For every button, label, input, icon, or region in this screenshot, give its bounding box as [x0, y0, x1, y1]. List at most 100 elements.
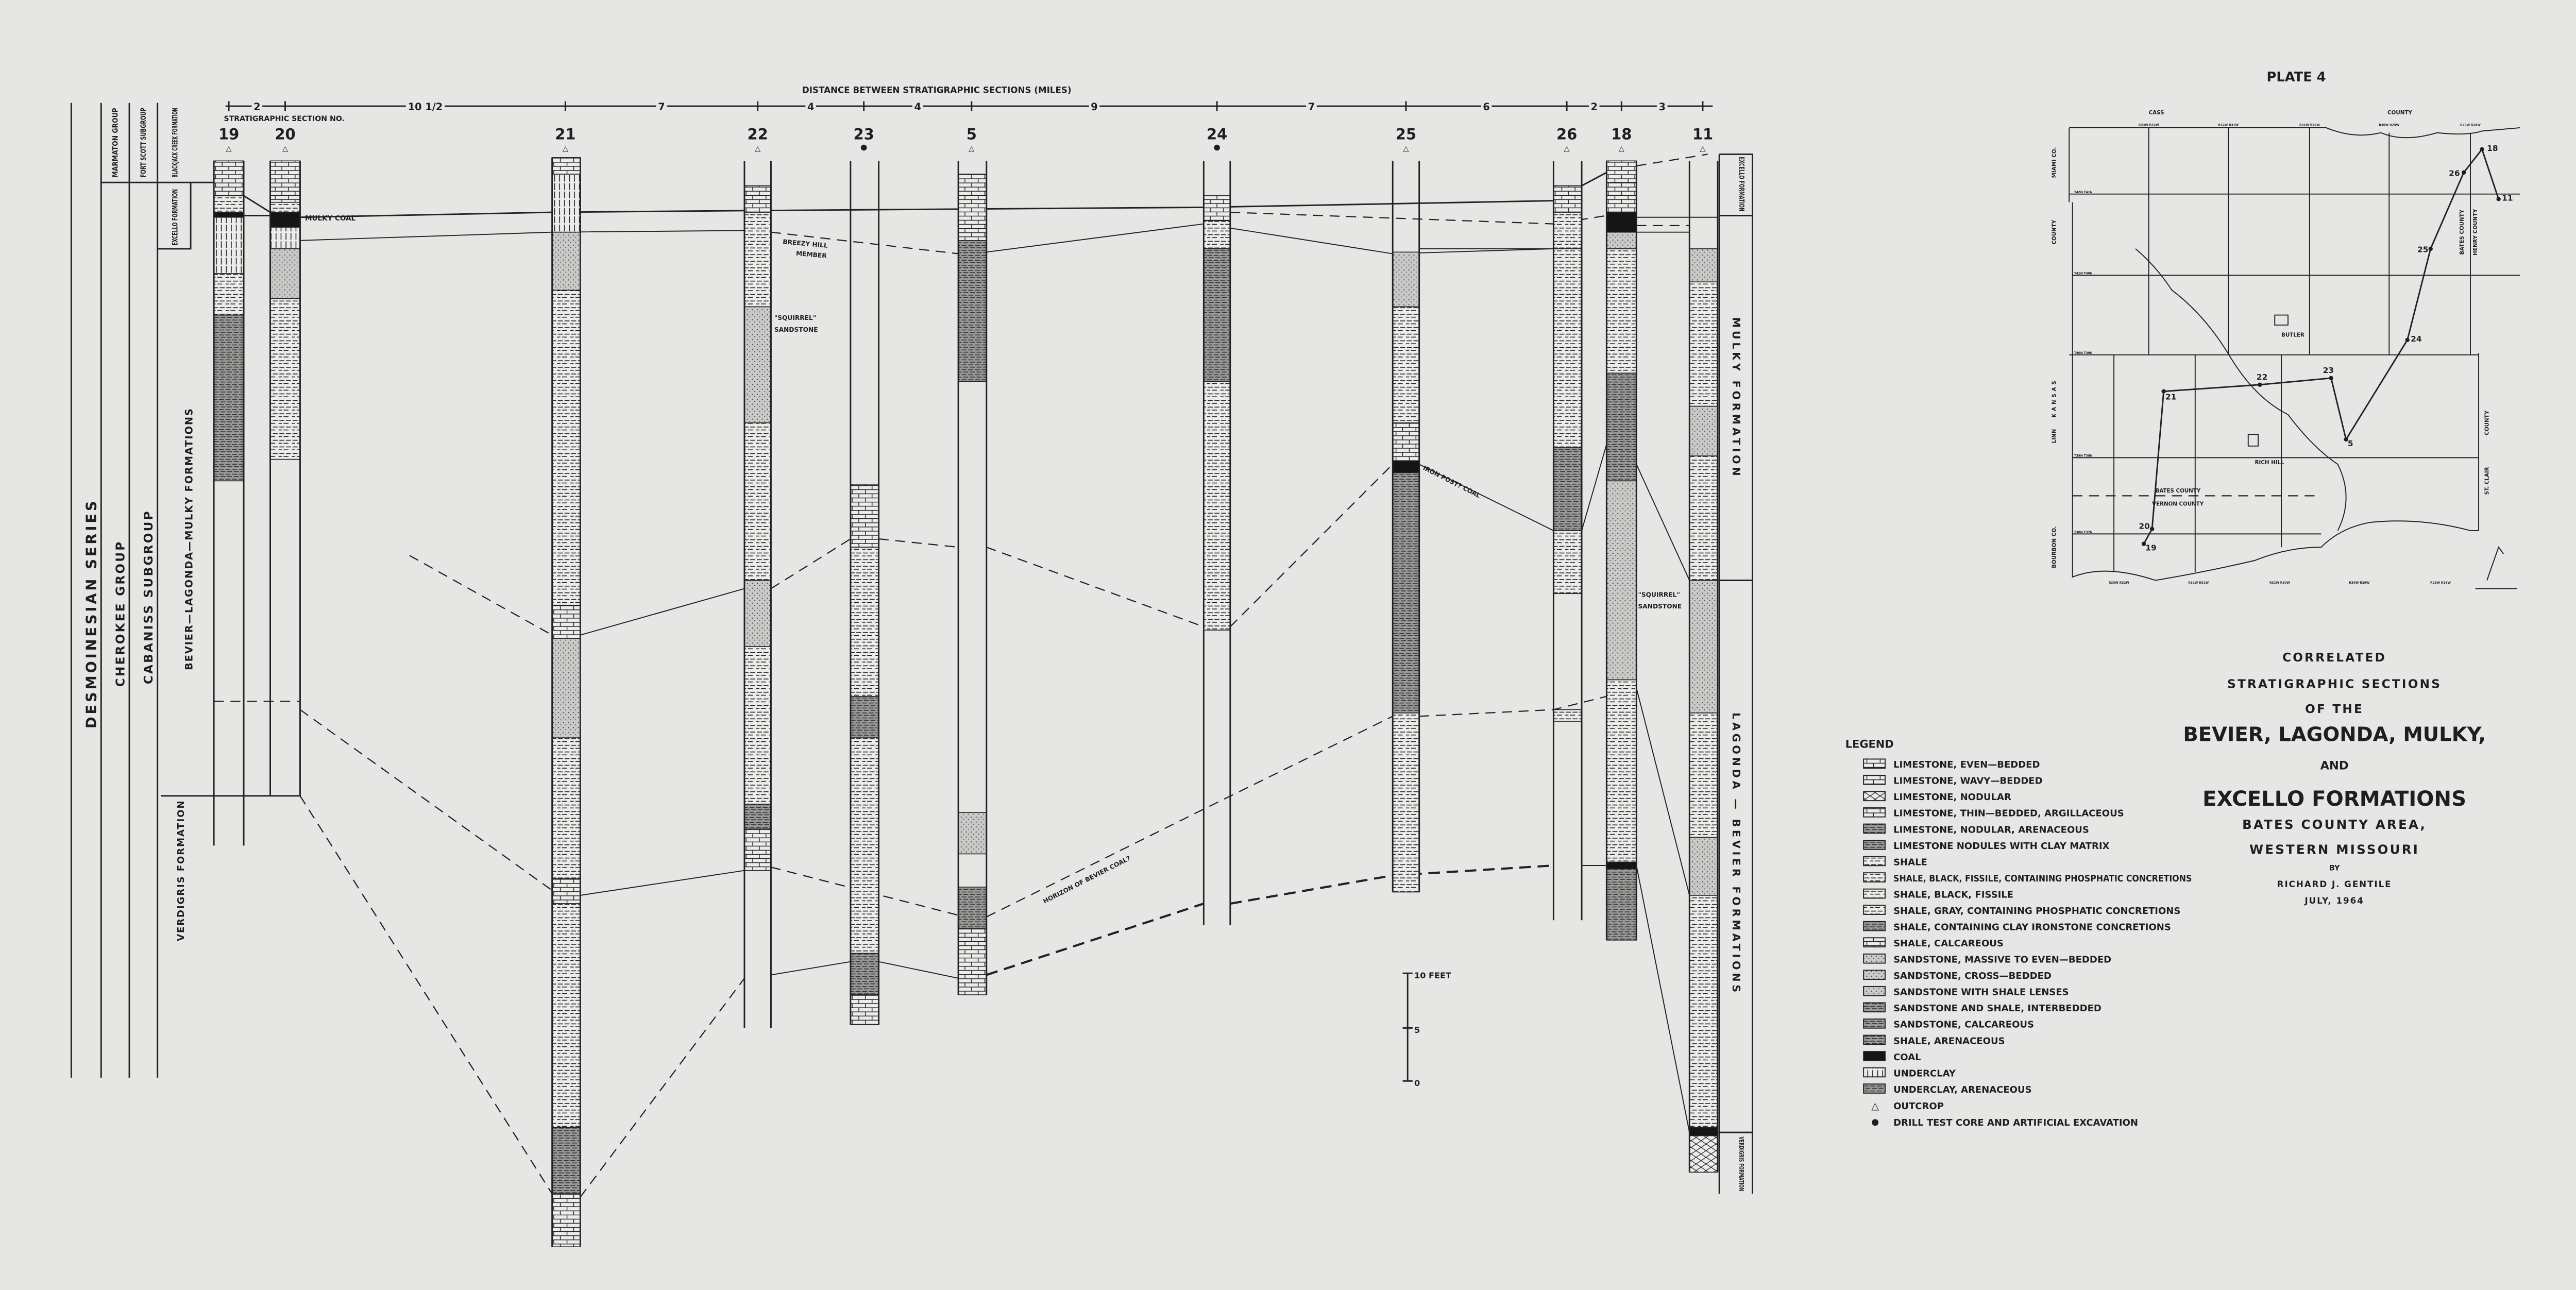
- distance-value: 2: [1590, 101, 1597, 113]
- map-section-point: [2161, 389, 2166, 394]
- fort-scott-subgroup-label: FORT SCOTT SUBGROUP: [140, 108, 148, 177]
- legend-swatch: [1863, 823, 1886, 834]
- title-line-4: BEVIER, LAGONDA, MULKY,: [2183, 723, 2486, 746]
- outcrop-icon: △: [226, 145, 232, 153]
- lithology-shale: [1553, 530, 1582, 595]
- lagonda-bevier-formations-label: LAGONDA — BEVIER FORMATIONS: [1730, 712, 1742, 995]
- map-labels: CASS COUNTY MIAMI CO. COUNTY KANSAS LINN…: [2051, 110, 2490, 568]
- legend-swatch: [1863, 1083, 1886, 1094]
- range-label-top: R33W R32W: [2139, 124, 2159, 127]
- lithology-coal: [1606, 212, 1637, 233]
- iron-post-coal-label: IRON POST? COAL: [1422, 464, 1482, 499]
- lithology-dark: [213, 314, 244, 482]
- legend-outcrop-label: OUTCROP: [1893, 1101, 1944, 1112]
- lithology-clay: [213, 216, 244, 274]
- section-number: 26: [1556, 125, 1577, 143]
- map-point-label: 21: [2165, 393, 2176, 402]
- legend-item-label: LIMESTONE, THIN—BEDDED, ARGILLACEOUS: [1893, 808, 2124, 819]
- lithology-shale: [1553, 212, 1582, 249]
- map-section-point: [2344, 437, 2348, 442]
- title-line-8: WESTERN MISSOURI: [2249, 842, 2419, 857]
- legend-swatch: [1863, 888, 1886, 899]
- distance-value: 2: [253, 101, 260, 113]
- lithology-sand: [744, 306, 772, 423]
- distance-value: 7: [1308, 101, 1315, 113]
- map-label-bourbon: BOURBON CO.: [2051, 526, 2057, 568]
- title-block: CORRELATED STRATIGRAPHIC SECTIONS OF THE…: [2183, 651, 2486, 906]
- map-label-st-clair-county: COUNTY: [2484, 410, 2490, 435]
- lithology-lime: [744, 185, 772, 213]
- section-route-line: [2143, 147, 2500, 545]
- distance-value: 6: [1483, 101, 1489, 113]
- map-point-label: 24: [2411, 334, 2422, 344]
- map-label-bates: BATES COUNTY: [2156, 488, 2201, 494]
- legend-swatch: [1863, 1067, 1886, 1078]
- blackjack-creek-formation-label: BLACKJACK CREEK FORMATION: [171, 108, 179, 177]
- map-label-linn-county: COUNTY: [2051, 219, 2057, 244]
- lithology-lime: [1606, 160, 1637, 183]
- lithology-dark: [958, 887, 987, 929]
- scale-label-10-feet: 10 FEET: [1414, 971, 1451, 980]
- range-label-top: R31W R30W: [2299, 124, 2320, 127]
- lithology-sand: [958, 812, 987, 855]
- mulky-formation-label: MULKY FORMATION: [1730, 317, 1742, 479]
- title-line-5: AND: [2320, 759, 2349, 772]
- bevier-lagonda-mulky-label: BEVIER—LAGONDA—MULKY FORMATIONS: [183, 408, 195, 670]
- lithology-sand: [269, 248, 301, 299]
- map-point-label: 22: [2257, 372, 2267, 382]
- lithology-shale: [1606, 248, 1637, 374]
- legend-item-label: SANDSTONE, MASSIVE TO EVEN—BEDDED: [1893, 955, 2111, 965]
- lithology-shale: [1392, 306, 1420, 423]
- legend-swatch: [1863, 774, 1886, 785]
- lithology-lime: [958, 928, 987, 995]
- section-number: 25: [1396, 125, 1416, 143]
- map-label-kansas: KANSAS: [2051, 378, 2057, 417]
- lithology-sand: [1689, 580, 1718, 714]
- lithology-sand: [1689, 837, 1718, 896]
- map-label-miami: MIAMI CO.: [2051, 147, 2057, 178]
- desmoinesian-series-label: DESMOINESIAN SERIES: [84, 499, 100, 728]
- outcrop-icon: △: [1619, 145, 1625, 153]
- legend-swatch: [1863, 970, 1886, 980]
- lithology-dark: [850, 695, 879, 739]
- lithology-lime: [1392, 422, 1420, 462]
- lithology-sand: [1392, 251, 1420, 308]
- legend-item-label: SHALE: [1893, 857, 1927, 868]
- lithology-sand: [744, 580, 772, 648]
- lithology-shale: [213, 195, 244, 213]
- section-number: 11: [1692, 125, 1713, 143]
- title-date: JULY, 1964: [2304, 895, 2364, 906]
- distance-value: 10 1/2: [408, 101, 443, 113]
- legend-outcrop-icon: △: [1871, 1100, 1879, 1112]
- section-column-20: [269, 160, 301, 796]
- outcrop-icon: △: [1700, 145, 1706, 153]
- outcrop-icon: △: [563, 145, 569, 153]
- lithology-shale: [213, 273, 244, 316]
- lithology-lime: [1606, 182, 1637, 213]
- legend-item-label: SANDSTONE WITH SHALE LENSES: [1893, 987, 2069, 998]
- drill-core-icon: [860, 144, 867, 151]
- map-point-label: 19: [2145, 544, 2156, 553]
- map-point-label: 5: [2348, 439, 2353, 448]
- lithology-sand: [1606, 231, 1637, 249]
- section-column-26: [1552, 161, 1583, 921]
- legend-swatch: [1863, 986, 1886, 996]
- section-number: 5: [967, 125, 977, 143]
- section-number: 22: [748, 125, 768, 143]
- section-column-24: [1202, 161, 1231, 925]
- excello-formation-left-label: EXCELLO FORMATION: [171, 189, 179, 245]
- legend-item-label: SANDSTONE, CALCAREOUS: [1893, 1020, 2034, 1030]
- lithology-shale: [1203, 220, 1231, 249]
- legend-swatch: [1863, 953, 1886, 964]
- section-column-19: [213, 160, 245, 846]
- lithology-shale: [269, 298, 301, 460]
- lithology-sand: [1689, 248, 1718, 283]
- section-number: 18: [1611, 125, 1632, 143]
- legend-swatch: [1863, 1002, 1886, 1013]
- lithology-shale: [1553, 709, 1582, 722]
- legend-item-label: LIMESTONE, WAVY—BEDDED: [1893, 776, 2043, 787]
- legend-title: LEGEND: [1845, 738, 1894, 751]
- lithology-lime: [551, 604, 581, 639]
- lithology-lime: [744, 828, 772, 871]
